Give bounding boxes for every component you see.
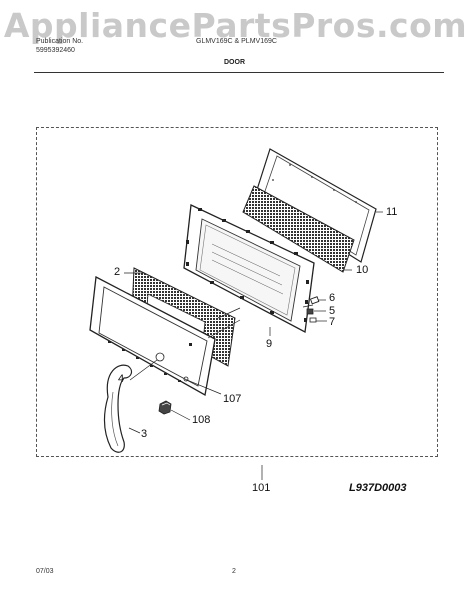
header-rule — [34, 72, 444, 73]
callout-10: 10 — [356, 264, 369, 276]
door-back-panel — [254, 148, 377, 263]
door-outer-cover — [89, 275, 216, 397]
callout-108: 108 — [192, 414, 211, 426]
callout-6: 6 — [329, 292, 336, 304]
callout-7: 7 — [329, 316, 336, 328]
section-title: DOOR — [224, 59, 245, 66]
callout-4: 4 — [118, 373, 125, 385]
watermark-text: AppliancePartsPros.com — [3, 6, 468, 45]
callout-9: 9 — [266, 338, 273, 350]
publication-label: Publication No. — [36, 38, 84, 45]
callout-107: 107 — [223, 393, 242, 405]
diagram-code: L937D0003 — [349, 482, 407, 494]
footer-page-number: 2 — [232, 568, 236, 575]
callout-3: 3 — [141, 428, 148, 440]
callout-5: 5 — [329, 305, 336, 317]
callout-101: 101 — [252, 482, 271, 494]
publication-number: 5995392460 — [36, 47, 75, 54]
door-clip-108 — [158, 400, 172, 415]
door-mesh-screen — [242, 185, 355, 273]
door-latch-hardware — [302, 296, 320, 323]
model-numbers: GLMV169C & PLMV169C — [196, 38, 277, 45]
diagram-frame — [36, 127, 438, 457]
callout-11: 11 — [386, 206, 398, 218]
footer-date: 07/03 — [36, 568, 54, 575]
door-handle — [104, 364, 133, 453]
door-frame — [183, 204, 315, 334]
callout-2: 2 — [114, 266, 121, 278]
leader-lines — [124, 211, 383, 480]
